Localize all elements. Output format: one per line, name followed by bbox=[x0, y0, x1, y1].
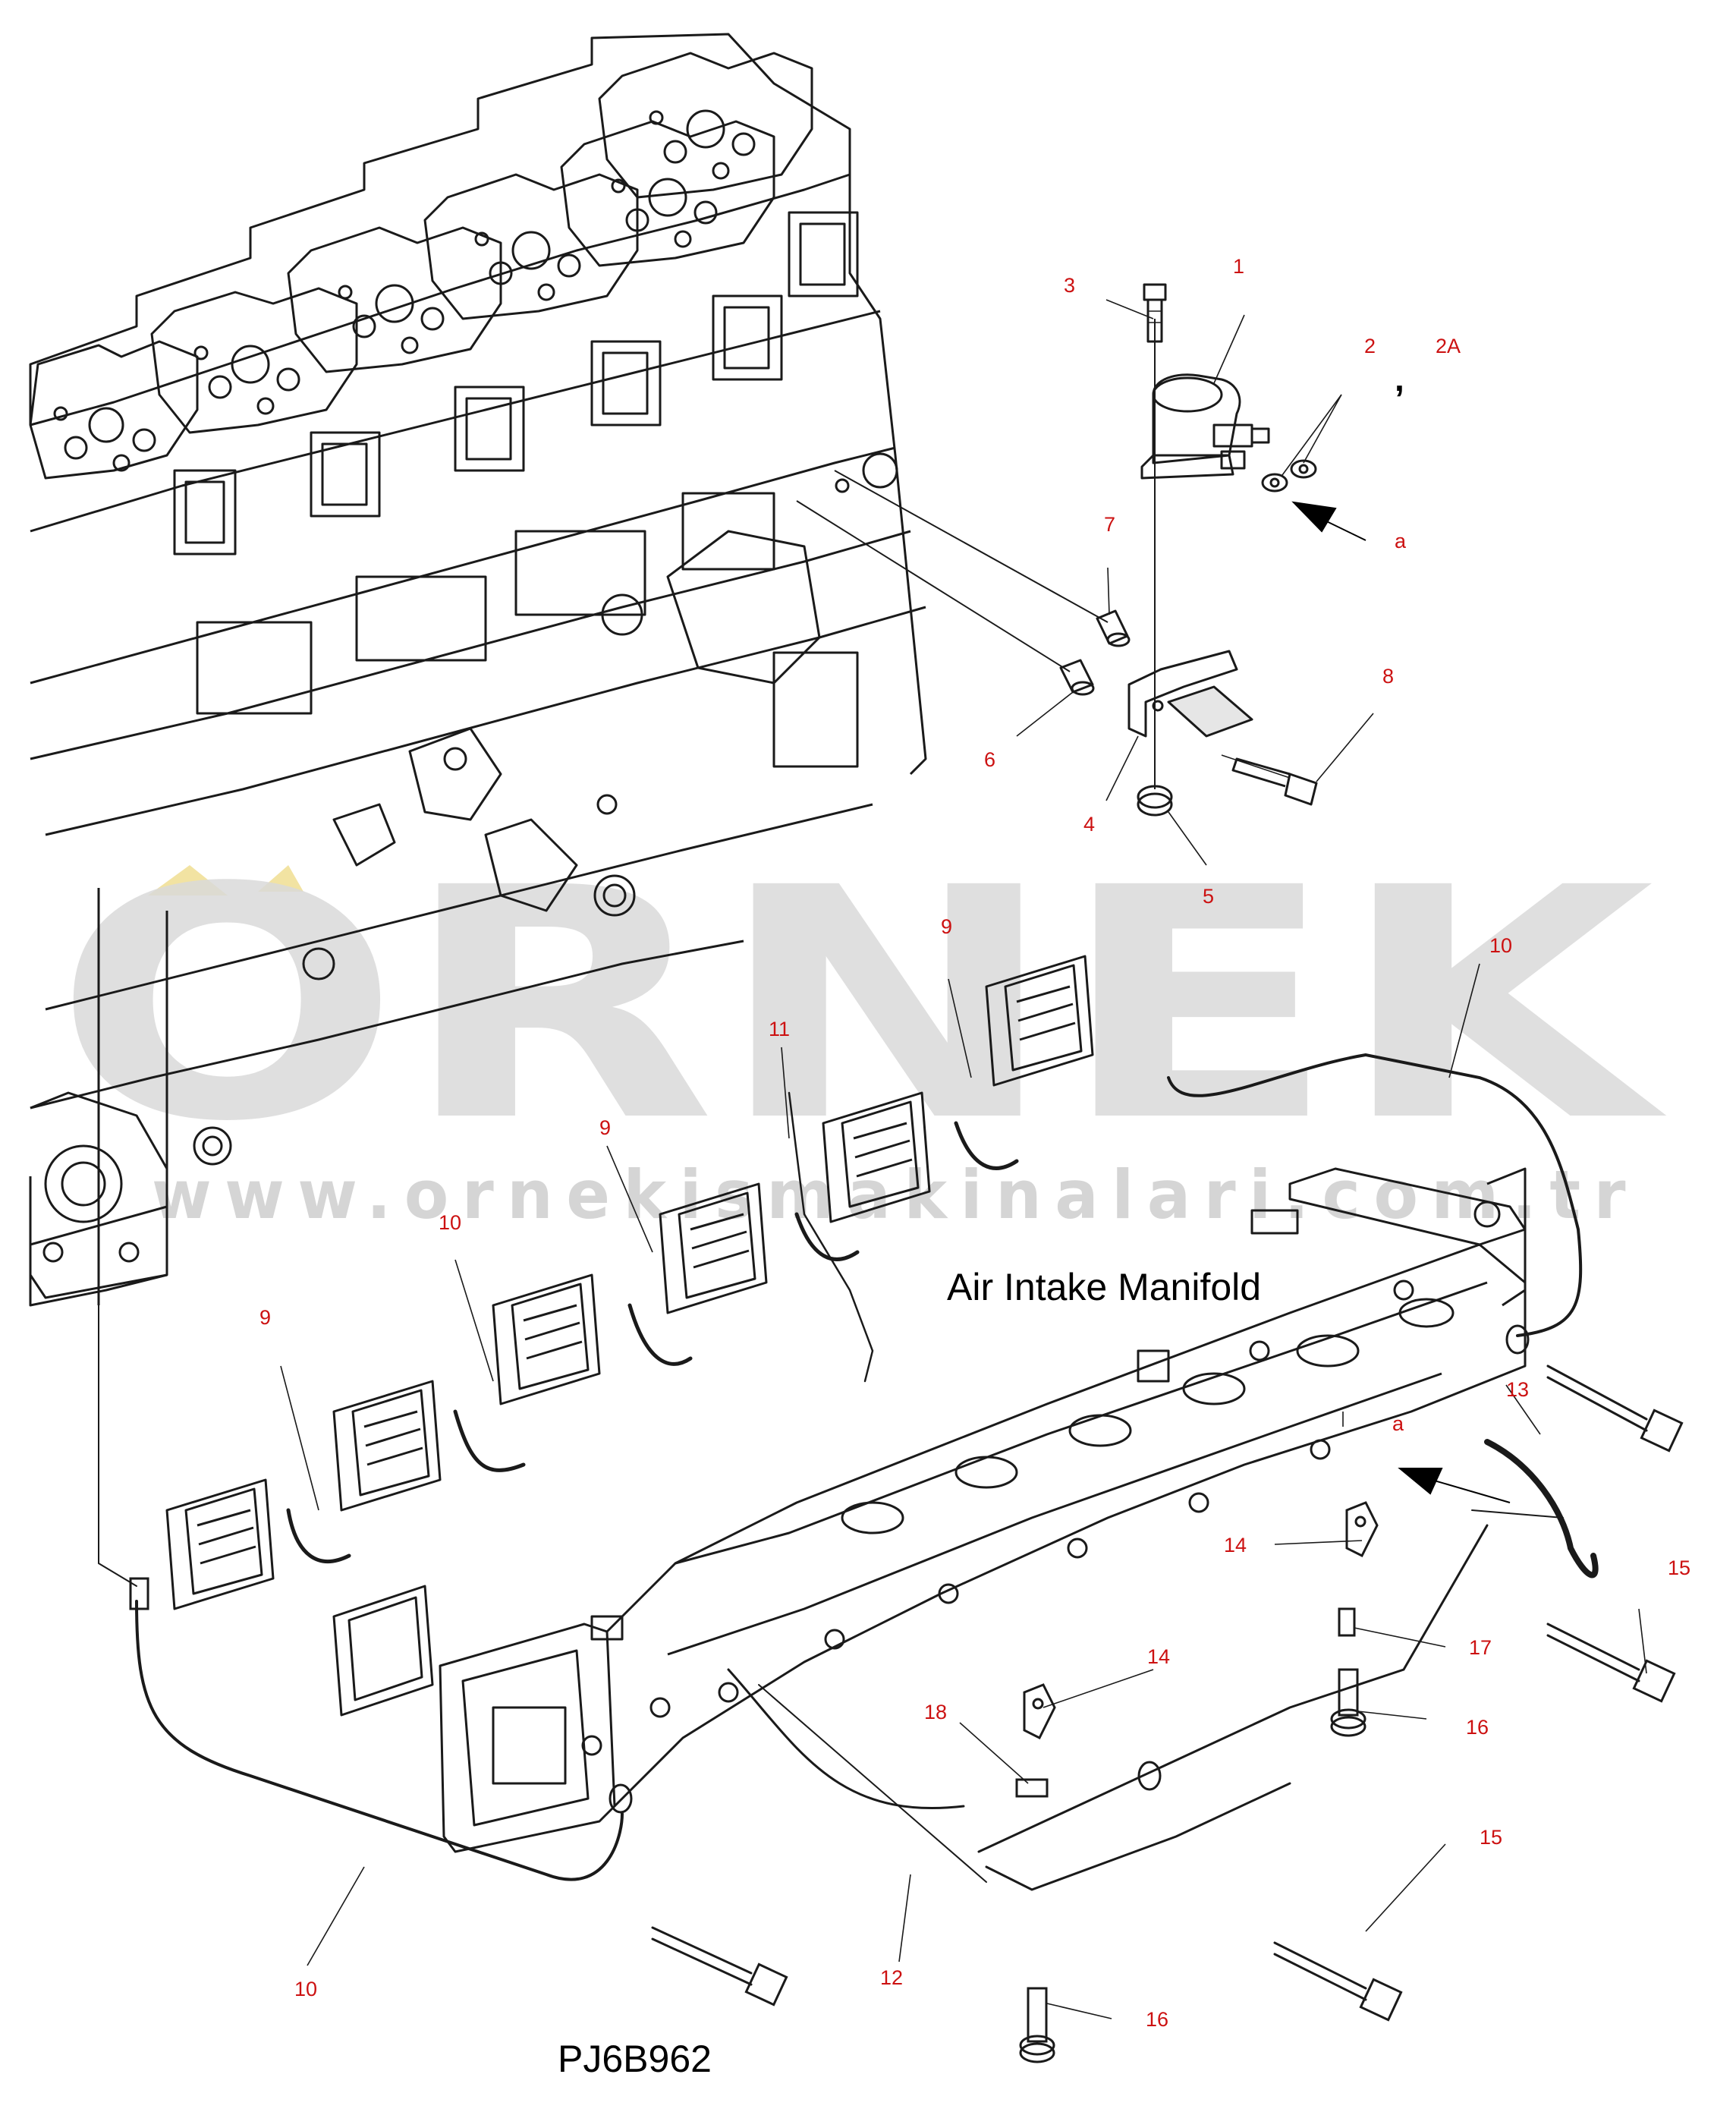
heater-relay-1 bbox=[1140, 373, 1270, 480]
callout-15-upper: 15 bbox=[1668, 1556, 1690, 1579]
bracket-4 bbox=[1127, 650, 1253, 738]
callout-3: 3 bbox=[1064, 274, 1075, 297]
bolt-15-lower bbox=[1273, 1941, 1403, 2022]
callout-2a: 2A bbox=[1436, 335, 1461, 357]
air-intake-manifold bbox=[439, 1167, 1527, 1853]
callout-10-middle: 10 bbox=[439, 1211, 461, 1234]
assembly-title: Air Intake Manifold bbox=[947, 1266, 1261, 1308]
wiring-and-hardware bbox=[98, 895, 1684, 2063]
watermark-brand: ORNEK bbox=[53, 820, 1669, 1191]
clamp-14-upper bbox=[1345, 1501, 1379, 1558]
watermark: ORNEK www.ornekismakinalari.com.tr bbox=[53, 820, 1669, 1234]
callout-2: 2 bbox=[1364, 335, 1376, 357]
engine-block bbox=[29, 33, 927, 1307]
intake-heater-e bbox=[822, 1091, 931, 1223]
callout-8: 8 bbox=[1382, 665, 1394, 688]
callout-17: 17 bbox=[1469, 1636, 1492, 1659]
cylinder-head-4 bbox=[423, 173, 662, 426]
callout-9-middle: 9 bbox=[599, 1116, 611, 1139]
callout-9-left: 9 bbox=[259, 1306, 271, 1329]
arrow-a-upper bbox=[1291, 501, 1337, 533]
direction-arrows bbox=[1291, 501, 1511, 1503]
bolt-16-lower bbox=[1019, 1987, 1055, 2063]
cable-13 bbox=[1484, 1439, 1599, 1578]
callout-14-lower: 14 bbox=[1147, 1645, 1170, 1668]
intake-heater-c bbox=[492, 1273, 601, 1405]
intake-heater-f bbox=[985, 955, 1094, 1087]
nut-2 bbox=[1261, 459, 1317, 493]
bolt-16-upper bbox=[1330, 1668, 1366, 1737]
callout-1: 1 bbox=[1233, 255, 1244, 278]
bolt-13 bbox=[1546, 1364, 1684, 1453]
bolt-8 bbox=[1221, 754, 1318, 806]
callouts: 1 2 2A 3 4 5 6 7 8 9 9 9 10 10 10 11 12 … bbox=[259, 255, 1690, 2031]
spacer-7 bbox=[1096, 609, 1131, 647]
intake-heater-b bbox=[332, 1380, 442, 1512]
bolt-3 bbox=[1143, 283, 1167, 343]
spacer-6 bbox=[1059, 659, 1095, 696]
callout-10-right: 10 bbox=[1489, 934, 1512, 957]
cylinder-head-5 bbox=[560, 120, 783, 381]
callout-a-lower: a bbox=[1392, 1412, 1404, 1435]
cable-11 bbox=[788, 1091, 874, 1383]
callout-9-right: 9 bbox=[941, 915, 952, 938]
bolt-lower-left bbox=[651, 1926, 788, 2007]
intake-heater-d bbox=[659, 1182, 768, 1314]
harness-18 bbox=[985, 1782, 1291, 1891]
drawing-code: PJ6B962 bbox=[558, 2038, 712, 2080]
callout-4: 4 bbox=[1083, 813, 1095, 836]
harness-17 bbox=[977, 1524, 1489, 1853]
heater-relay-assembly bbox=[796, 283, 1318, 817]
callout-16-lower: 16 bbox=[1146, 2008, 1168, 2031]
callout-6: 6 bbox=[984, 748, 995, 771]
watermark-accent-shape bbox=[148, 865, 228, 895]
cylinder-head-3 bbox=[287, 226, 525, 472]
callout-13: 13 bbox=[1506, 1378, 1529, 1401]
callout-16-upper: 16 bbox=[1466, 1716, 1489, 1739]
bolt-15-upper bbox=[1546, 1623, 1676, 1703]
intake-heater-a bbox=[165, 1478, 275, 1610]
callout-15-lower: 15 bbox=[1480, 1826, 1502, 1849]
callout-18: 18 bbox=[924, 1701, 947, 1723]
cylinder-head-1 bbox=[29, 340, 237, 556]
callout-10-bottom: 10 bbox=[294, 1978, 317, 2000]
intake-heaters bbox=[165, 955, 1094, 1717]
callout-7: 7 bbox=[1104, 513, 1115, 536]
callout-a-upper: a bbox=[1395, 530, 1407, 552]
cable-10-right bbox=[1167, 1053, 1583, 1337]
cable-12 bbox=[727, 1668, 965, 1810]
callout-11: 11 bbox=[769, 1018, 790, 1040]
leader-lines bbox=[280, 299, 1647, 2019]
callout-12: 12 bbox=[880, 1966, 903, 1989]
callout-14-upper: 14 bbox=[1224, 1534, 1247, 1556]
nut-5 bbox=[1137, 785, 1173, 817]
cylinder-head-6 bbox=[598, 52, 859, 297]
clamp-14-lower bbox=[1023, 1683, 1056, 1740]
cable-10-left bbox=[135, 1600, 624, 1881]
callout-5: 5 bbox=[1203, 885, 1214, 908]
arrow-a-lower bbox=[1398, 1468, 1443, 1495]
assembly-comma: , bbox=[1395, 359, 1404, 398]
